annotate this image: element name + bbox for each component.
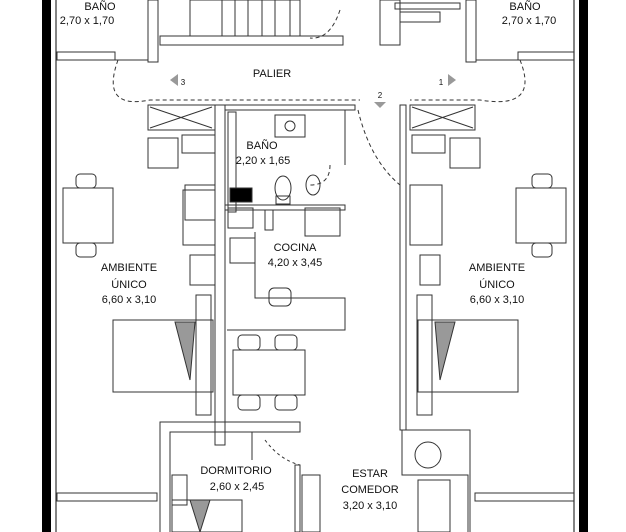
staircase: [159, 0, 344, 46]
table: [515, 187, 567, 244]
room-size: 2,60 x 2,45: [209, 481, 265, 493]
room-size: 6,60 x 3,10: [469, 294, 525, 306]
table: [62, 187, 114, 244]
cooktop: [229, 237, 256, 264]
room-name: BAÑO: [246, 140, 278, 152]
arrow-label: 2: [377, 91, 383, 100]
room-name: COCINA: [273, 242, 317, 254]
room-size: 2,70 x 1,70: [59, 15, 115, 27]
room-name: ÚNICO: [479, 279, 515, 291]
exterior-walls: [42, 0, 588, 532]
stove: [227, 207, 254, 229]
landing-label: PALIER: [252, 68, 292, 80]
room-name: ESTAR: [352, 468, 388, 480]
wall: [224, 104, 356, 111]
left-kitchenette: [147, 104, 216, 286]
wall: [214, 104, 226, 446]
room-name: COMEDOR: [341, 484, 399, 496]
landing-outline: [112, 59, 360, 103]
left-bed: [112, 294, 214, 416]
wall: [147, 0, 159, 63]
window: [56, 492, 158, 502]
door-swing: [309, 9, 341, 39]
arrow-down-icon: [374, 102, 386, 108]
room-name: BAÑO: [84, 1, 116, 13]
elevator: [379, 0, 461, 46]
sink: [274, 114, 306, 138]
room-name: AMBIENTE: [100, 262, 158, 274]
sink: [268, 287, 292, 307]
water-heater: [229, 187, 253, 203]
room-name: ÚNICO: [111, 279, 147, 291]
room-name: AMBIENTE: [468, 262, 526, 274]
wall: [399, 104, 407, 431]
counter: [227, 232, 346, 331]
sofa: [417, 479, 451, 532]
arrow-label: 1: [438, 78, 444, 87]
fridge: [304, 207, 341, 237]
window: [474, 492, 575, 502]
arrow-right-icon: [448, 74, 456, 86]
window: [56, 51, 575, 61]
room-name: DORMITORIO: [200, 465, 272, 477]
door-swing: [264, 439, 301, 466]
room-size: 3,20 x 3,10: [342, 500, 398, 512]
dining-table: [232, 334, 306, 411]
right-kitchenette: [409, 104, 481, 286]
room-size: 2,20 x 1,65: [235, 155, 291, 167]
toilet: [274, 175, 292, 201]
wall: [465, 0, 477, 63]
room-size: 6,60 x 3,10: [101, 294, 157, 306]
room-name: BAÑO: [509, 1, 541, 13]
door-swing: [357, 109, 401, 186]
door-swing: [309, 164, 331, 186]
arrow-label: 3: [180, 78, 186, 87]
room-size: 4,20 x 3,45: [267, 257, 323, 269]
arrow-left-icon: [170, 74, 178, 86]
bidet: [305, 174, 321, 196]
room-size: 2,70 x 1,70: [501, 15, 557, 27]
round-table: [414, 441, 442, 469]
right-bed: [416, 294, 519, 416]
